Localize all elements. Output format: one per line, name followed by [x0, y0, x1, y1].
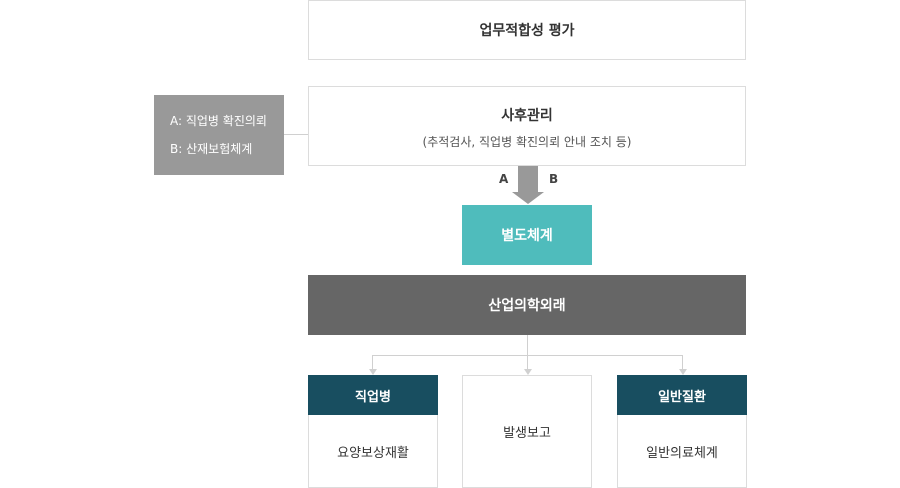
- branch-occupational-body: 요양보상재활: [337, 446, 409, 461]
- legend-a: A: 직업병 확진의뢰: [170, 114, 267, 128]
- evaluation-box: 업무적합성 평가: [308, 0, 746, 60]
- legend-box: A: 직업병 확진의뢰 B: 산재보험체계: [154, 95, 284, 175]
- branch-general-body: 일반의료체계: [646, 446, 718, 461]
- arrowhead-left-icon: [369, 369, 377, 375]
- separate-system-box: 별도체계: [462, 205, 592, 265]
- branch-general: 일반질환 일반의료체계: [617, 375, 747, 488]
- branch-report: 발생보고: [462, 375, 592, 488]
- aftercare-box: 사후관리 (추적검사, 직업병 확진의뢰 안내 조치 등): [308, 86, 746, 166]
- down-arrow-icon: [512, 166, 544, 204]
- legend-connector: [284, 134, 308, 135]
- separate-system-label: 별도체계: [501, 228, 553, 244]
- connector-middle: [527, 335, 528, 369]
- arrowhead-right-icon: [679, 369, 687, 375]
- aftercare-subtitle: (추적검사, 직업병 확진의뢰 안내 조치 등): [422, 135, 632, 149]
- aftercare-title: 사후관리: [501, 108, 553, 124]
- arrow-label-b: B: [549, 172, 559, 186]
- branch-general-header: 일반질환: [617, 375, 747, 415]
- branch-report-body: 발생보고: [503, 426, 551, 441]
- industrial-clinic-label: 산업의학외래: [488, 298, 566, 314]
- connector-right: [682, 355, 683, 369]
- branch-occupational: 직업병 요양보상재활: [308, 375, 438, 488]
- connector-left: [372, 355, 373, 369]
- arrowhead-middle-icon: [524, 369, 532, 375]
- branch-occupational-header: 직업병: [308, 375, 438, 415]
- industrial-clinic-box: 산업의학외래: [308, 275, 746, 335]
- evaluation-label: 업무적합성 평가: [479, 23, 575, 39]
- legend-b: B: 산재보험체계: [170, 142, 253, 156]
- arrow-label-a: A: [499, 172, 509, 186]
